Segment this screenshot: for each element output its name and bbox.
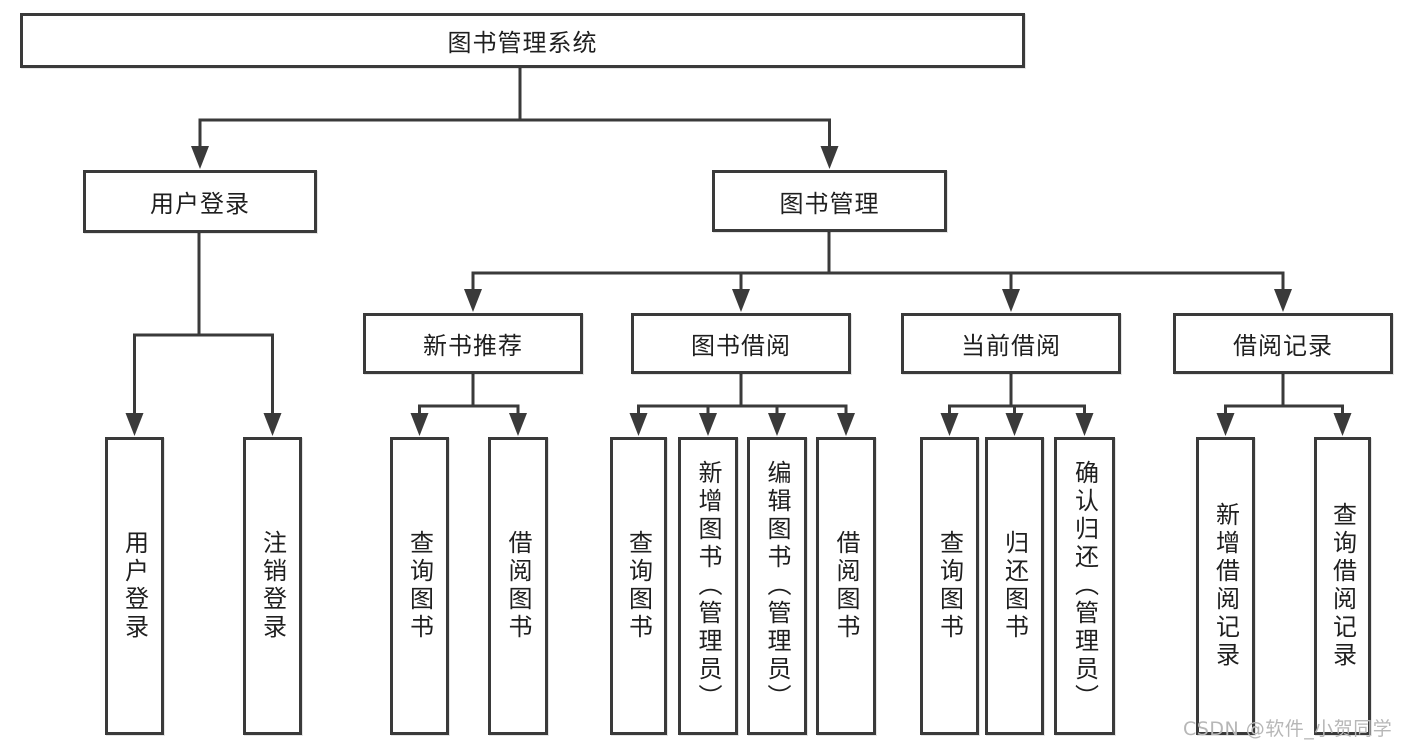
node-user-login: 用户登录 — [105, 437, 164, 735]
node-br-add-record: 新增借阅记录 — [1196, 437, 1255, 735]
node-br-query-record: 查询借阅记录 — [1314, 437, 1371, 735]
node-book-borrowing: 图书借阅 — [631, 313, 851, 374]
node-current-borrowing: 当前借阅 — [901, 313, 1121, 374]
node-nbr-query-books: 查询图书 — [390, 437, 449, 735]
node-new-book-rec: 新书推荐 — [363, 313, 583, 374]
node-bb-add-books-admin: 新增图书（管理员） — [678, 437, 738, 735]
node-logout: 注销登录 — [243, 437, 302, 735]
node-borrowing-records: 借阅记录 — [1173, 313, 1393, 374]
node-cb-return-books: 归还图书 — [985, 437, 1044, 735]
node-system: 图书管理系统 — [20, 13, 1025, 68]
node-login-group: 用户登录 — [83, 170, 317, 233]
node-bb-edit-books-admin: 编辑图书（管理员） — [747, 437, 807, 735]
node-cb-confirm-return-admin: 确认归还（管理员） — [1054, 437, 1115, 735]
watermark-text: CSDN @软件_小贺同学 — [1183, 714, 1403, 741]
node-bb-borrow-books: 借阅图书 — [816, 437, 876, 735]
node-nbr-borrow-books: 借阅图书 — [488, 437, 548, 735]
node-book-management: 图书管理 — [712, 170, 947, 232]
node-cb-query-books: 查询图书 — [920, 437, 979, 735]
node-bb-query-books: 查询图书 — [610, 437, 667, 735]
